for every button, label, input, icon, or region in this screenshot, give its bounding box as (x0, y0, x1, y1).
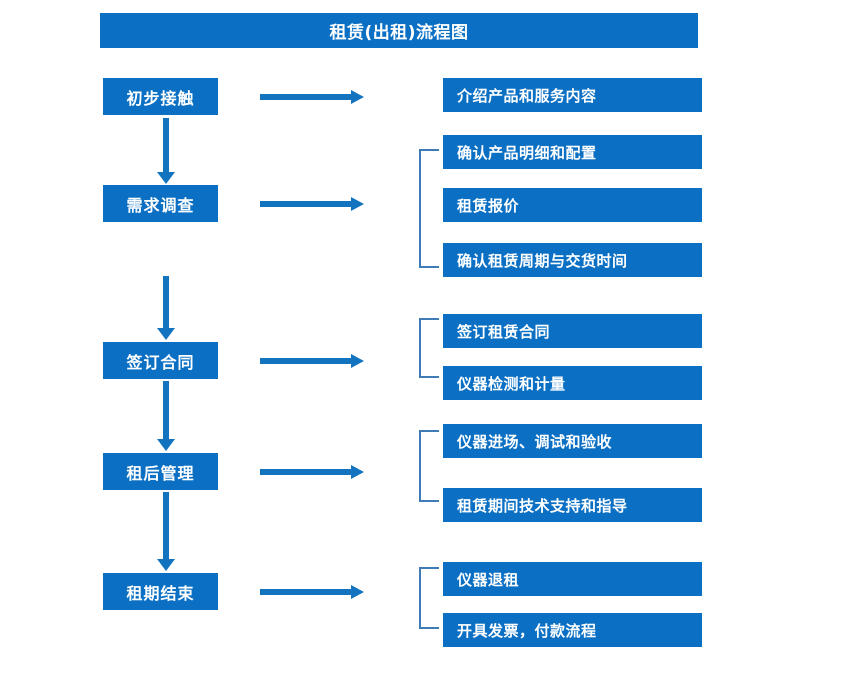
arrow-right-icon-5 (260, 585, 364, 599)
detail-box-7[interactable]: 仪器进场、调试和验收 (443, 424, 702, 458)
arrow-down-icon-3 (157, 381, 175, 451)
detail-box-5[interactable]: 签订租赁合同 (443, 314, 702, 348)
group-bracket-icon-1 (419, 149, 439, 268)
arrow-right-icon-3 (260, 354, 364, 368)
detail-box-3[interactable]: 租赁报价 (443, 188, 702, 222)
detail-box-4[interactable]: 确认租赁周期与交货时间 (443, 243, 702, 277)
stage-box-1[interactable]: 初步接触 (103, 78, 218, 115)
arrow-right-icon-4 (260, 465, 364, 479)
detail-box-1[interactable]: 介绍产品和服务内容 (443, 78, 702, 112)
group-bracket-icon-4 (419, 567, 439, 629)
page-title: 租赁(出租)流程图 (100, 13, 698, 48)
arrow-down-icon-2 (157, 276, 175, 340)
group-bracket-icon-3 (419, 430, 439, 502)
detail-box-9[interactable]: 仪器退租 (443, 562, 702, 596)
arrow-down-icon-1 (157, 118, 175, 184)
stage-box-3[interactable]: 签订合同 (103, 342, 218, 379)
stage-box-4[interactable]: 租后管理 (103, 453, 218, 490)
detail-box-8[interactable]: 租赁期间技术支持和指导 (443, 488, 702, 522)
arrow-down-icon-4 (157, 492, 175, 571)
arrow-right-icon-1 (260, 90, 364, 104)
stage-box-2[interactable]: 需求调查 (103, 185, 218, 222)
group-bracket-icon-2 (419, 318, 439, 378)
arrow-right-icon-2 (260, 197, 364, 211)
stage-box-5[interactable]: 租期结束 (103, 573, 218, 610)
detail-box-10[interactable]: 开具发票，付款流程 (443, 613, 702, 647)
detail-box-6[interactable]: 仪器检测和计量 (443, 366, 702, 400)
detail-box-2[interactable]: 确认产品明细和配置 (443, 135, 702, 169)
